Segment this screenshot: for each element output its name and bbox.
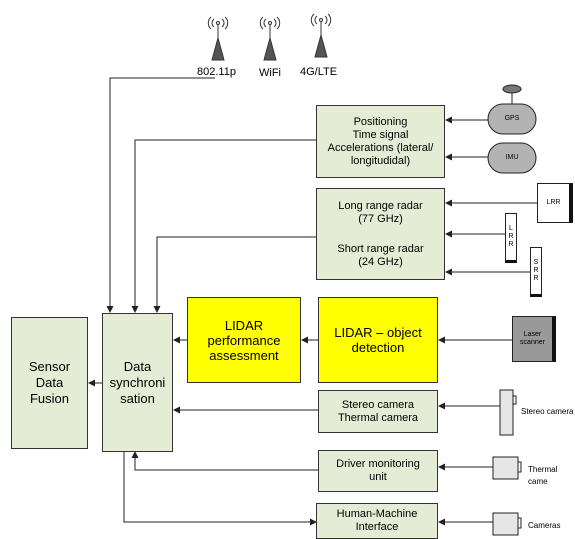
cameras-label: Cameras <box>528 521 561 530</box>
stereo-thermal-camera-box: Stereo camera Thermal camera <box>318 390 438 433</box>
sensor-data-fusion-box: Sensor Data Fusion <box>11 317 88 449</box>
lidar-object-detection-box: LIDAR – object detection <box>318 297 438 383</box>
driver-monitoring-box: Driver monitoring unit <box>318 450 438 492</box>
lrr-vertical-device: L R R <box>505 213 517 263</box>
laser-scanner-device: Laser scanner <box>512 316 556 362</box>
imu-device: IMU <box>505 154 519 161</box>
radar-box: Long range radar (77 GHz) Short range ra… <box>316 188 445 280</box>
antenna-label-802-11p: 802.11p <box>197 66 236 78</box>
antenna-label-4g-lte: 4G/LTE <box>300 66 338 78</box>
hmi-box: Human-Machine Interface <box>316 503 438 539</box>
data-synchronisation-box: Data synchroni sation <box>102 313 173 452</box>
long-range-radar-label: Long range radar (77 GHz) <box>338 199 423 225</box>
antenna-icon <box>211 33 328 61</box>
antenna-label-wifi: WiFi <box>259 67 281 79</box>
lidar-performance-assessment-box: LIDAR performance assessment <box>187 297 301 383</box>
gps-device: GPS <box>504 115 520 122</box>
stereo-camera-label: Stereo camera <box>521 407 574 416</box>
positioning-box: Positioning Time signal Accelerations (l… <box>316 105 445 178</box>
lrr-device: LRR <box>537 183 573 223</box>
srr-vertical-device: S R R <box>530 247 542 297</box>
short-range-radar-label: Short range radar (24 GHz) <box>337 242 424 268</box>
thermal-camera-label: Thermal came <box>528 465 558 486</box>
